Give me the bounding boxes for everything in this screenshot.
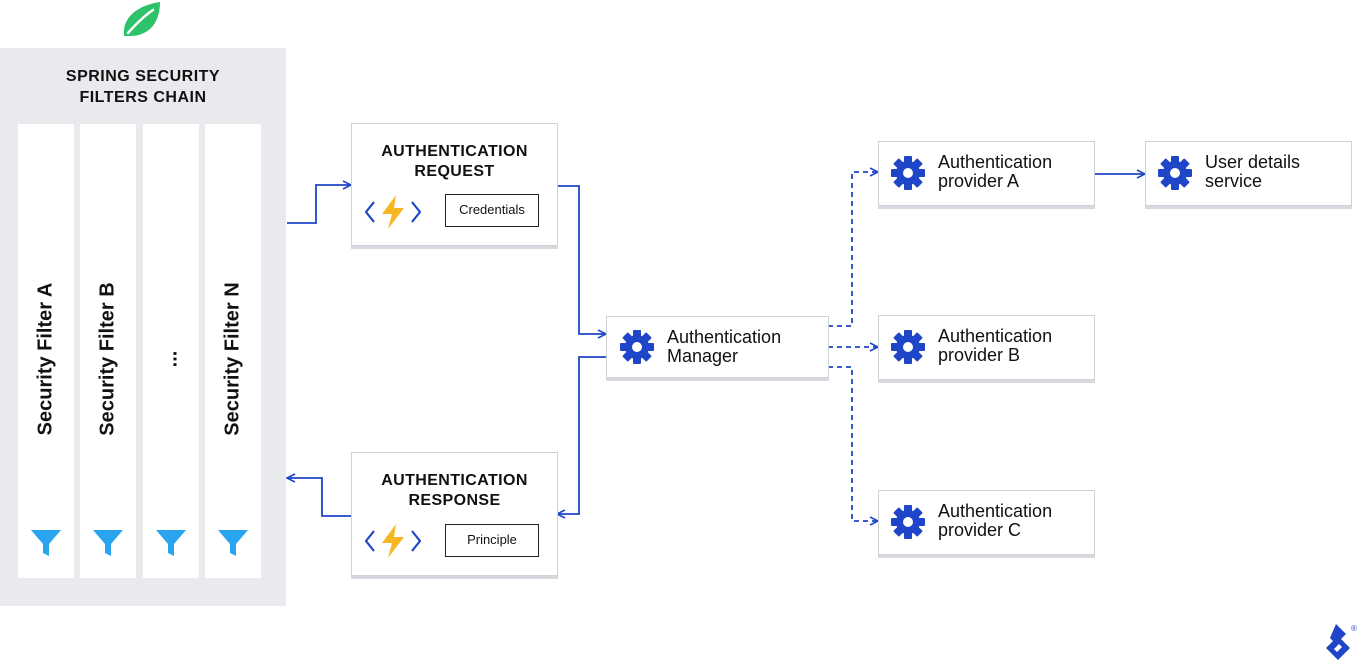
spring-leaf-icon [123, 2, 160, 36]
gear-icon [891, 505, 925, 539]
manager-to-provider-c-arrow [828, 366, 878, 521]
response-title: AUTHENTICATION RESPONSE [381, 472, 528, 509]
provider-c-label: Authentication provider C [938, 501, 1053, 540]
funnel-icon [31, 530, 61, 556]
manager-to-provider-a-arrow [828, 172, 878, 327]
code-lightning-icon [364, 524, 422, 558]
user-details-service-node[interactable]: User details service [1145, 141, 1352, 206]
provider-a-label: Authentication provider A [938, 152, 1053, 191]
authentication-provider-a-node[interactable]: Authentication provider A [878, 141, 1095, 206]
security-filter-n[interactable]: Security Filter N [205, 124, 261, 578]
funnel-icon [93, 530, 123, 556]
funnel-icon [218, 530, 248, 556]
chain-to-request-arrow [287, 185, 351, 224]
authentication-response-card[interactable]: AUTHENTICATION RESPONSE Principle [351, 452, 558, 576]
manager-to-response-arrow [557, 356, 606, 514]
authentication-manager-node[interactable]: Authentication Manager [606, 316, 829, 378]
security-filter-b[interactable]: Security Filter B [80, 124, 136, 578]
principle-pill: Principle [445, 524, 539, 557]
response-to-chain-arrow [287, 478, 351, 517]
authentication-provider-c-node[interactable]: Authentication provider C [878, 490, 1095, 555]
gear-icon [1158, 156, 1192, 190]
gear-icon [891, 156, 925, 190]
funnel-icon [156, 530, 186, 556]
security-filter-ellipsis[interactable]: ... [143, 124, 199, 578]
authentication-provider-b-node[interactable]: Authentication provider B [878, 315, 1095, 380]
gear-icon [891, 330, 925, 364]
svg-text:®: ® [1351, 624, 1357, 633]
toptal-icon: ® [1326, 624, 1357, 660]
authentication-request-card[interactable]: AUTHENTICATION REQUEST Credentials [351, 123, 558, 246]
gear-icon [620, 330, 654, 364]
request-to-manager-arrow [557, 185, 606, 334]
provider-b-label: Authentication provider B [938, 326, 1053, 365]
manager-label: Authentication Manager [667, 327, 782, 366]
code-lightning-icon [364, 195, 422, 229]
security-filter-a[interactable]: Security Filter A [18, 124, 74, 578]
user-details-label: User details service [1205, 152, 1301, 191]
chain-title: SPRING SECURITY FILTERS CHAIN [65, 68, 221, 106]
request-title: AUTHENTICATION REQUEST [381, 143, 528, 180]
credentials-pill: Credentials [445, 194, 539, 227]
filters-chain-panel: SPRING SECURITY FILTERS CHAIN Security F… [0, 48, 286, 606]
